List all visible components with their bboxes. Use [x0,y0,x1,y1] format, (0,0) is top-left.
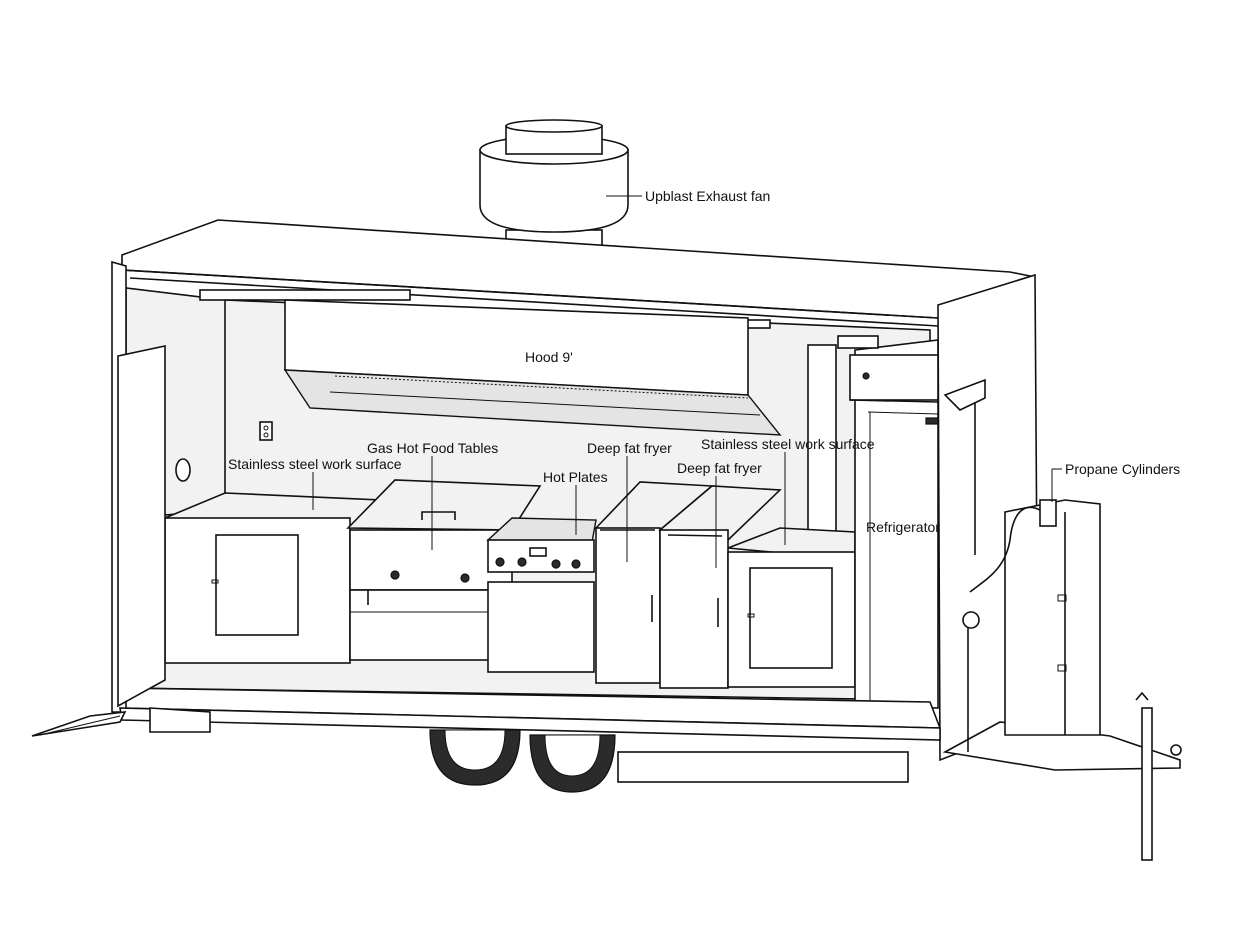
label-hot-plates: Hot Plates [543,469,608,485]
trailer-wheels [429,729,616,793]
jack-stand [1135,691,1182,861]
leader-lines [312,195,1062,568]
wall-vent [175,458,191,482]
label-gas-hot-food-tables: Gas Hot Food Tables [367,440,498,456]
hot-plates [486,517,597,673]
label-stainless-steel-work-surface-right: Stainless steel work surface [701,436,875,452]
label-upblast-exhaust-fan: Upblast Exhaust fan [645,188,770,204]
label-deep-fat-fryer-1: Deep fat fryer [587,440,672,456]
deep-fat-fryer-1 [594,481,715,684]
electrical-outlet [259,421,273,441]
entry-step [31,711,127,737]
refrigerator [837,335,939,709]
right-work-surface-counter [727,527,856,688]
hitch-platform [942,721,1181,771]
label-refrigerator: Refrigerator [866,519,940,535]
light-fixture-left [199,289,411,301]
deep-fat-fryer-2 [658,485,782,689]
hood [283,299,782,436]
label-propane-cylinders: Propane Cylinders [1065,461,1180,477]
label-hood: Hood 9' [525,349,573,365]
label-stainless-steel-work-surface-left: Stainless steel work surface [228,456,402,472]
left-door-open [117,345,166,708]
left-work-surface-counter [164,492,382,664]
label-deep-fat-fryer-2: Deep fat fryer [677,460,762,476]
gas-hot-food-table [346,479,542,661]
propane-cylinder-enclosure [962,499,1101,752]
